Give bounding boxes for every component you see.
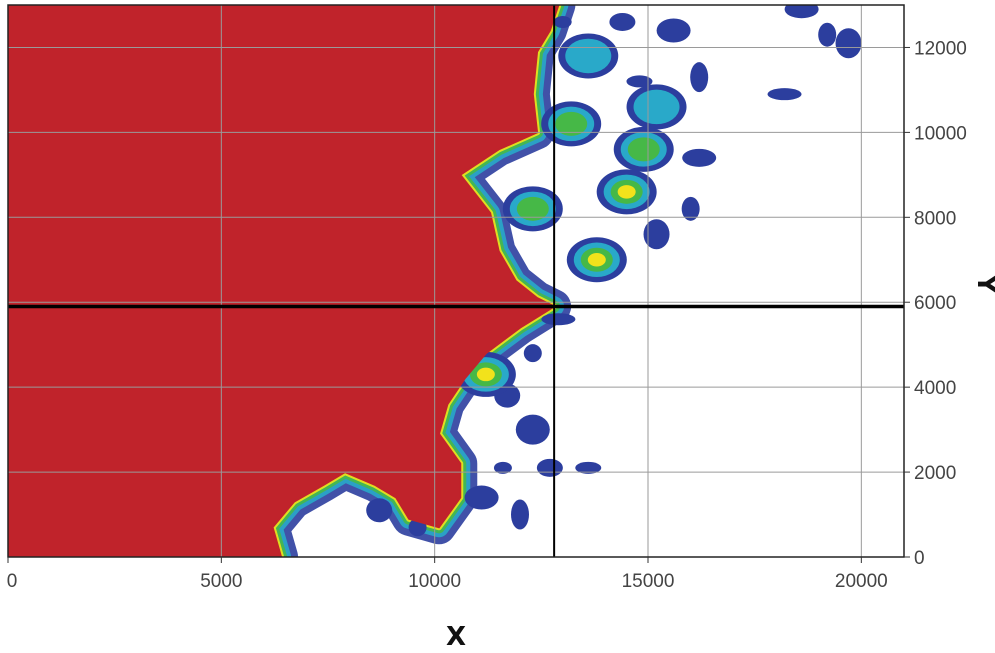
y-axis-label: Y	[971, 274, 995, 295]
low-value-patch	[682, 148, 717, 167]
low-value-patch	[681, 196, 700, 221]
hot-spot	[613, 126, 674, 172]
low-value-patch	[784, 5, 819, 19]
hot-spot	[558, 33, 619, 79]
x-tick-label: 20000	[835, 571, 888, 592]
hot-spot-ring-mid	[565, 38, 612, 74]
low-value-patch	[818, 22, 837, 47]
hot-spot-ring-mid-high	[516, 196, 549, 221]
low-value-patch	[523, 344, 542, 363]
y-tick-label: 0	[914, 548, 925, 569]
low-value-patch	[553, 15, 572, 28]
y-tick-label: 8000	[914, 208, 956, 229]
y-tick-label: 6000	[914, 293, 956, 314]
y-tick-label: 12000	[914, 38, 967, 59]
low-value-patch	[835, 28, 862, 59]
hot-spot	[596, 169, 657, 215]
x-tick-label: 5000	[200, 571, 242, 592]
low-value-patch	[464, 485, 499, 510]
low-value-patch	[690, 62, 709, 93]
low-value-patch	[493, 461, 512, 474]
low-value-patch	[536, 458, 563, 477]
x-axis-label: X	[446, 622, 466, 652]
x-tick-label: 15000	[622, 571, 675, 592]
hot-spot-ring-mid-high	[627, 137, 660, 162]
hot-spot-ring-mid-high	[555, 111, 588, 136]
low-value-patch	[515, 414, 550, 445]
low-value-patch	[511, 499, 529, 530]
y-tick-label: 4000	[914, 378, 956, 399]
hot-spot	[541, 101, 602, 147]
hot-spot-ring-high	[587, 253, 606, 267]
low-value-patch	[643, 219, 670, 250]
low-value-patch	[609, 12, 636, 31]
hot-spot-ring-high	[476, 367, 495, 382]
y-tick-label: 10000	[914, 123, 967, 144]
low-value-patch	[366, 498, 393, 523]
hot-spot-ring-high	[617, 185, 636, 199]
y-tick-label: 2000	[914, 463, 956, 484]
hot-spot	[626, 84, 687, 130]
x-tick-label: 10000	[408, 571, 461, 592]
low-value-patch	[656, 18, 691, 43]
x-tick-label: 0	[7, 571, 18, 592]
hot-spot-ring-mid	[633, 89, 680, 125]
low-value-patch	[575, 461, 602, 474]
low-value-patch	[767, 88, 802, 101]
plot-frame	[7, 4, 905, 558]
low-value-patch	[626, 75, 653, 88]
hot-spot	[566, 237, 627, 283]
low-value-patch	[541, 313, 576, 326]
